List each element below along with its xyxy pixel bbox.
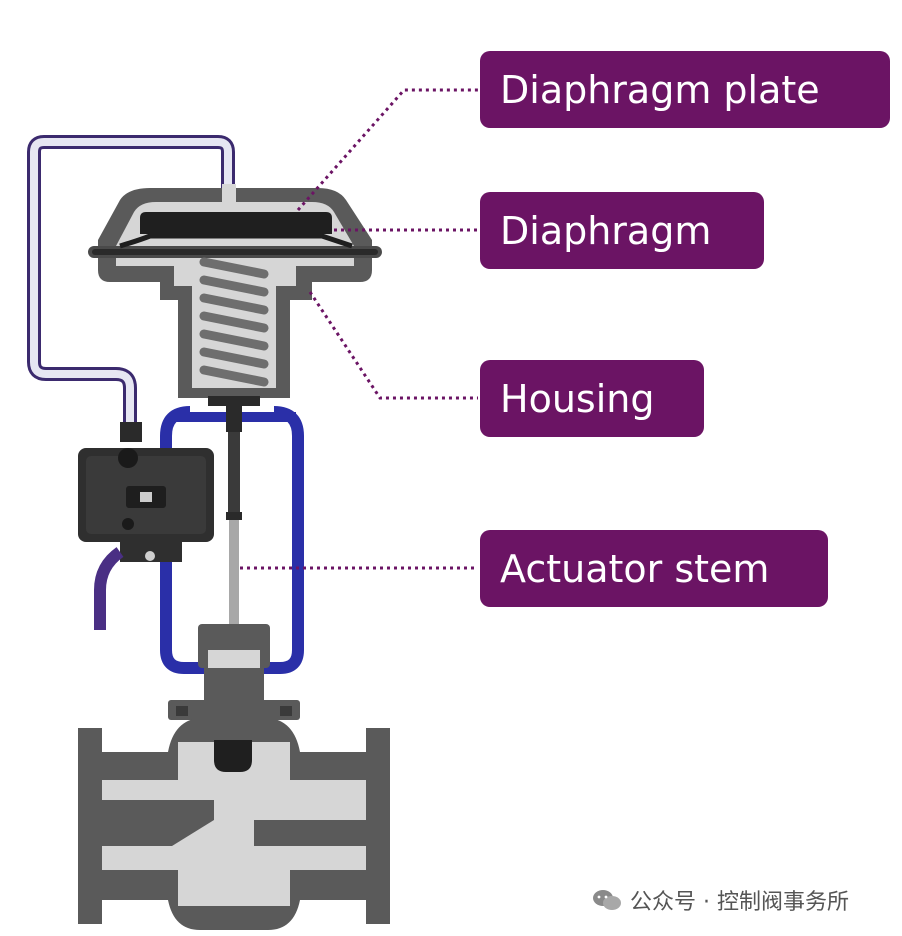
spring bbox=[199, 257, 269, 406]
label-actuator-stem-text: Actuator stem bbox=[500, 546, 770, 591]
label-diaphragm-text: Diaphragm bbox=[500, 208, 712, 253]
label-diaphragm-plate-text: Diaphragm plate bbox=[500, 67, 820, 112]
actuator-housing bbox=[88, 184, 382, 398]
leader-housing bbox=[308, 291, 478, 400]
watermark: 公众号 · 控制阀事务所 bbox=[592, 884, 849, 916]
supply-tubing bbox=[27, 135, 235, 432]
label-housing: Housing bbox=[480, 360, 704, 437]
wechat-icon bbox=[593, 890, 621, 910]
label-actuator-stem: Actuator stem bbox=[480, 530, 828, 607]
positioner bbox=[78, 422, 214, 630]
label-diaphragm-plate: Diaphragm plate bbox=[480, 51, 890, 128]
valve-body bbox=[78, 718, 390, 930]
label-diaphragm: Diaphragm bbox=[480, 192, 764, 269]
watermark-text: 公众号 · 控制阀事务所 bbox=[630, 890, 849, 915]
label-housing-text: Housing bbox=[500, 376, 655, 421]
bonnet bbox=[168, 624, 300, 720]
leader-lines bbox=[240, 88, 478, 570]
diaphragm-plate bbox=[140, 212, 332, 234]
diaphragm bbox=[119, 233, 353, 249]
actuator-stem bbox=[226, 406, 242, 720]
